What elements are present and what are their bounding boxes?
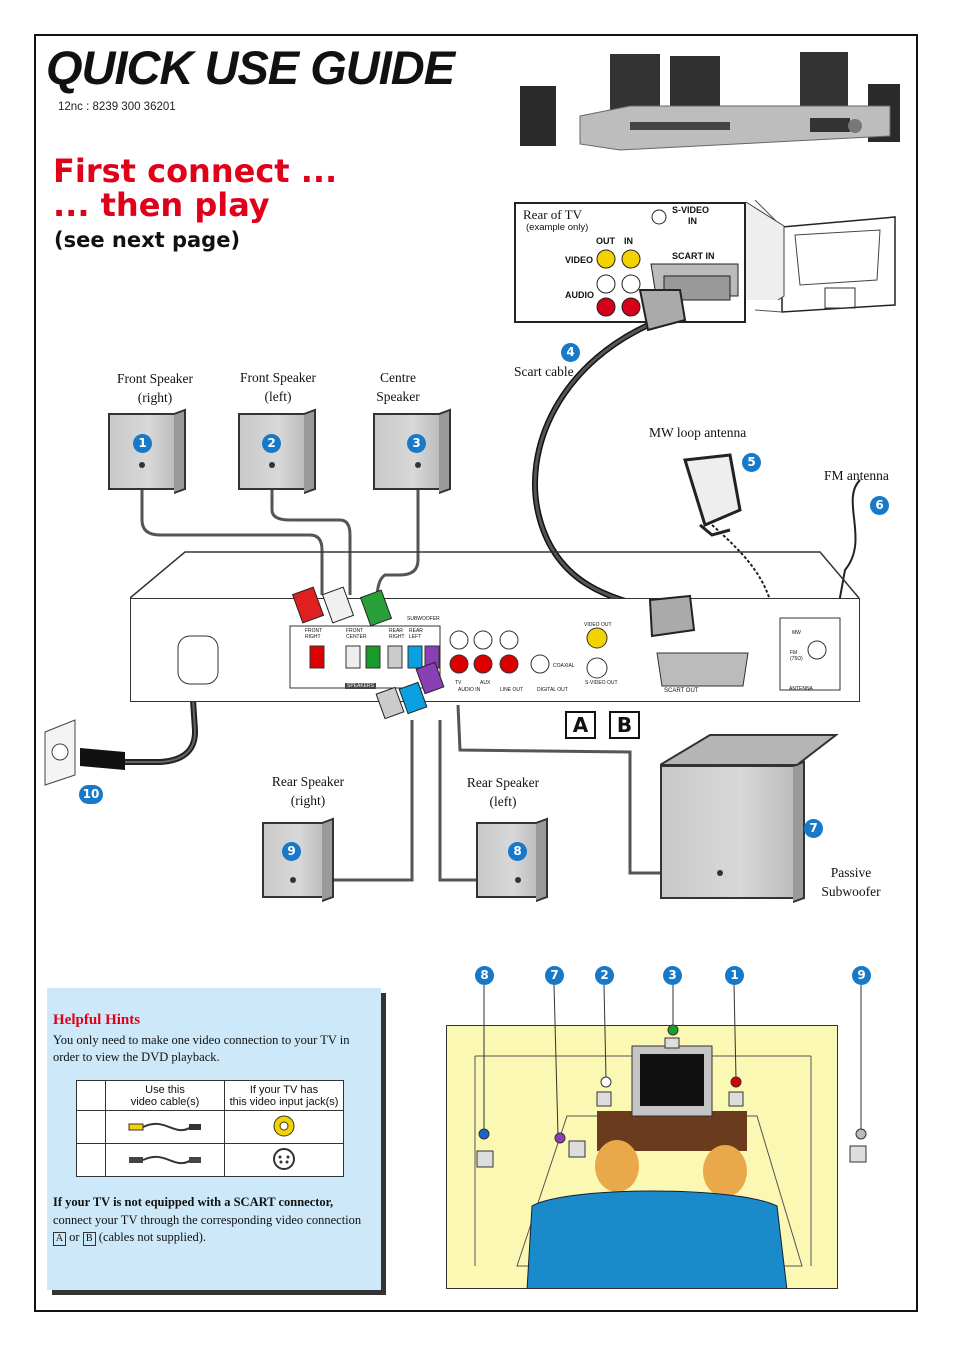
hints-scart-bold: If your TV is not equipped with a SCART … (53, 1195, 334, 1209)
unit-tv: TV (455, 680, 462, 686)
unit-mw: MW (792, 630, 801, 636)
unit-front-center: FRONT CENTER (346, 628, 367, 640)
subwoofer-top (660, 734, 839, 766)
label-rear-left: Rear Speaker (left) (466, 775, 540, 809)
unit-coaxial: COAXIAL (553, 663, 575, 669)
room-badge-2: 2 (595, 966, 614, 985)
wire-endpoints (139, 462, 723, 883)
badge-3: 3 (407, 434, 426, 453)
badge-10: 10 (79, 785, 103, 804)
unit-speakers: SPEAKERS (345, 683, 376, 689)
table-header-jack: If your TV has this video input jack(s) (224, 1080, 344, 1111)
scart-plug-tv (638, 289, 687, 332)
heading-then-play: ... then play (53, 186, 270, 224)
scart-in-label: SCART IN (672, 251, 715, 261)
badge-7: 7 (804, 819, 823, 838)
page-frame (34, 34, 918, 1312)
svideo-cable-icon (129, 1155, 201, 1164)
unit-rear-left: REAR LEFT (409, 628, 423, 640)
room-speaker-9 (849, 1145, 867, 1163)
video-label: VIDEO (565, 255, 594, 265)
in-label: IN (624, 236, 633, 246)
badge-8: 8 (508, 842, 527, 861)
label-front-right: Front Speaker (right) (116, 371, 194, 405)
page-title: QUICK USE GUIDE (46, 41, 455, 94)
speaker-plugs (291, 586, 445, 720)
composite-cable-icon (128, 1122, 201, 1131)
unit-rear-right: REAR RIGHT (389, 628, 405, 640)
connection-diagram (44, 317, 861, 882)
product-photo (520, 52, 900, 151)
badge-6: 6 (870, 496, 889, 515)
room-badge-9: 9 (852, 966, 871, 985)
room-layout (446, 1025, 838, 1289)
label-rear-right: Rear Speaker (right) (271, 774, 345, 808)
unit-fm: FM (75Ω) (790, 650, 803, 662)
unit-scart-out: SCART OUT (664, 688, 699, 694)
unit-aux: AUX (480, 680, 491, 686)
svideo-in-label: IN (688, 216, 697, 226)
unit-line-out: LINE OUT (500, 687, 524, 693)
hints-or: or (66, 1230, 83, 1244)
front-speaker-left (238, 413, 306, 490)
room-badge-1: 1 (725, 966, 744, 985)
label-front-left: Front Speaker (left) (239, 370, 317, 404)
hints-text: You only need to make one video connecti… (53, 1033, 350, 1064)
label-subwoofer: Passive Subwoofer (821, 865, 881, 899)
badge-5: 5 (742, 453, 761, 472)
heading-first-connect: First connect ... (53, 152, 338, 190)
connection-b-label: B (609, 711, 640, 739)
unit-video-out: VIDEO OUT (584, 622, 612, 628)
unit-svideo-out: S-VIDEO OUT (585, 680, 618, 686)
helpful-hints-box: Helpful Hints You only need to make one … (47, 988, 381, 1290)
badge-9: 9 (282, 842, 301, 861)
room-badge-8: 8 (475, 966, 494, 985)
badge-2: 2 (262, 434, 281, 453)
callout-wedge (745, 201, 785, 300)
passive-subwoofer (660, 765, 795, 899)
hints-end: (cables not supplied). (95, 1230, 207, 1244)
table-header-cable: Use this video cable(s) (105, 1080, 225, 1111)
room-badge-3: 3 (663, 966, 682, 985)
label-mw-antenna: MW loop antenna (649, 425, 747, 440)
unit-digital-out: DIGITAL OUT (537, 687, 568, 693)
svideo-jack-icon (273, 1147, 295, 1170)
badge-4: 4 (561, 343, 580, 362)
tv-panel-note: (example only) (526, 222, 589, 233)
video-cable-table: Use this video cable(s) If your TV has t… (76, 1080, 344, 1177)
rear-speaker-left (476, 822, 538, 898)
unit-top-outline (130, 551, 860, 599)
hints-title: Helpful Hints (53, 1012, 141, 1028)
unit-antenna: ANTENNA (789, 686, 813, 692)
composite-jack-icon (273, 1115, 295, 1136)
hints-scart-rest: connect your TV through the correspondin… (53, 1212, 362, 1227)
hints-letter-b: B (82, 1232, 96, 1246)
tv-rear-panel: Rear of TV (example only) S-VIDEO IN OUT… (514, 202, 746, 323)
unit-audio-in: AUDIO IN (458, 687, 481, 693)
unit-subwoofer: SUBWOOFER (407, 616, 440, 622)
tv-panel-title: Rear of TV (523, 207, 582, 222)
label-centre: Centre Speaker (376, 370, 420, 404)
centre-speaker (373, 413, 441, 490)
connection-a-label: A (565, 711, 596, 739)
label-fm-antenna: FM antenna (824, 468, 889, 483)
hints-letter-a: A (53, 1232, 66, 1246)
svideo-label: S-VIDEO (672, 205, 710, 215)
see-next-page: (see next page) (54, 228, 241, 252)
out-label: OUT (596, 236, 615, 246)
badge-1: 1 (133, 434, 152, 453)
product-code: 12nc : 8239 300 36201 (58, 101, 176, 113)
room-leader-lines (478, 984, 867, 1144)
hints-scart-note: If your TV is not equipped with a SCART … (53, 1194, 373, 1247)
tv-back-illustration (755, 200, 896, 313)
label-scart-cable: Scart cable (514, 364, 574, 379)
unit-front-right: FRONT RIGHT (305, 628, 323, 640)
audio-label: AUDIO (565, 290, 594, 300)
scart-plug-unit (648, 594, 696, 638)
room-badge-7: 7 (545, 966, 564, 985)
